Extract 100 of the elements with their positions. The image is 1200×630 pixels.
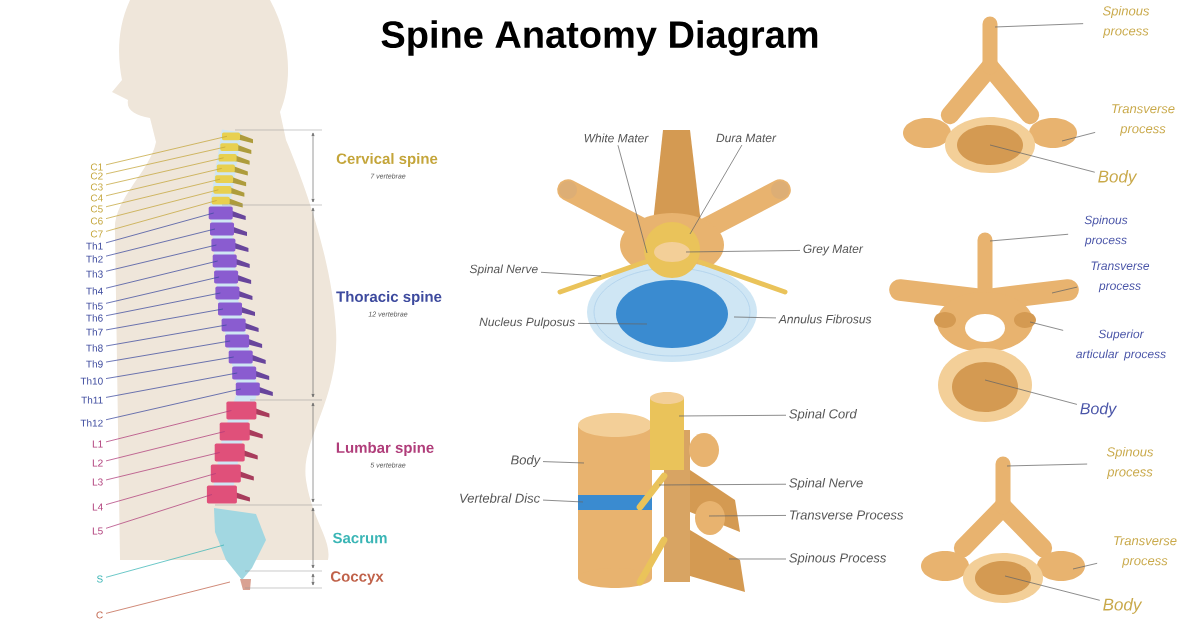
vertebra-label: L4 — [92, 503, 103, 511]
region-label: Cervical spine — [336, 153, 438, 167]
leader-line — [105, 292, 221, 317]
vertebra-label: L5 — [92, 527, 103, 535]
leader-line — [689, 144, 743, 235]
vertebra-label: C — [96, 611, 103, 619]
vertebra-label: Th11 — [81, 396, 103, 404]
part-label: Dura Mater — [716, 133, 777, 143]
part-label: Nucleus Pulposus — [479, 317, 575, 329]
vertebra-label: Th1 — [86, 242, 103, 250]
title: Spine Anatomy Diagram — [381, 20, 818, 56]
leader-line — [1072, 562, 1098, 570]
part-label: Body — [510, 454, 541, 468]
leader-line — [105, 244, 217, 272]
part-label: Annulus Fibrosus — [778, 314, 872, 324]
part-label: Spinal Nerve — [789, 477, 863, 491]
vertebra-label: C7 — [90, 230, 103, 238]
vertebra-label: C6 — [90, 217, 103, 225]
leader-line — [728, 558, 787, 560]
part-label: Transverse process — [1112, 104, 1175, 136]
vertebra-label: C4 — [90, 194, 103, 202]
part-label: Spinal Cord — [789, 408, 858, 422]
vertebra-label: C1 — [90, 163, 103, 171]
vertebra-label: Th2 — [86, 255, 103, 263]
vertebra-label: Th3 — [86, 270, 103, 278]
leader-line — [105, 473, 217, 505]
leader-line — [540, 271, 602, 277]
leader-line — [617, 144, 648, 254]
vertebra-label: Th5 — [86, 302, 103, 310]
part-label: Transverse Process — [790, 510, 904, 520]
leader-line — [105, 146, 226, 175]
leader-line — [105, 431, 226, 462]
leader-line — [105, 410, 232, 443]
leader-line — [1051, 286, 1078, 294]
part-label: Vertebral Disc — [460, 493, 540, 503]
part-label: Spinal Nerve — [469, 264, 538, 276]
part-label: Spinous process — [1102, 5, 1150, 39]
leader-line — [685, 250, 801, 253]
leader-line — [105, 189, 219, 219]
leader-line — [708, 515, 787, 517]
leader-line — [105, 494, 213, 529]
part-label: Transverse process — [1091, 261, 1150, 293]
region-label: Sacrum — [332, 532, 387, 544]
leader-line — [105, 260, 219, 289]
leader-line — [984, 379, 1078, 405]
leader-line — [989, 144, 1096, 173]
leader-line — [542, 461, 585, 464]
leader-line — [105, 544, 225, 578]
leader-line — [1006, 463, 1088, 467]
leader-line — [105, 276, 220, 304]
part-label: Spinous process — [1084, 215, 1128, 247]
leader-line — [989, 233, 1069, 242]
leader-line — [105, 178, 221, 208]
leader-line — [105, 356, 235, 379]
leader-line — [658, 483, 787, 486]
leader-line — [678, 414, 787, 417]
part-label: Transverse process — [1114, 536, 1177, 568]
leader-line — [1029, 321, 1064, 331]
vertebra-label: Th8 — [86, 344, 103, 352]
part-label: Superior articular process — [1076, 329, 1166, 361]
part-label: White Mater — [584, 133, 649, 143]
part-label: Grey Mater — [803, 244, 864, 256]
leader-line — [105, 135, 228, 166]
leader-line — [1061, 132, 1096, 142]
leader-line — [105, 228, 216, 257]
leader-line — [542, 499, 584, 503]
vertebra-label: Th6 — [86, 314, 103, 322]
leader-line — [105, 324, 227, 347]
vertebra-label: S — [96, 575, 103, 583]
vertebra-label: Th4 — [86, 287, 103, 295]
vertebra-label: L2 — [92, 459, 103, 467]
vertebra-label: C5 — [90, 205, 103, 213]
leader-line — [105, 168, 223, 197]
leader-line — [105, 200, 218, 232]
leader-line — [1004, 575, 1101, 601]
leader-line — [105, 212, 215, 244]
leader-line — [105, 340, 231, 363]
part-label: Body — [1080, 402, 1118, 418]
region-label: Thoracic spine — [336, 291, 442, 305]
part-label: Spinous Process — [789, 552, 887, 566]
vertebra-label: Th7 — [86, 328, 103, 336]
vertebra-label: C2 — [90, 172, 103, 180]
leader-line — [105, 372, 238, 398]
vertebra-label: Th10 — [80, 377, 103, 385]
part-label: Body — [1098, 170, 1138, 186]
vertebra-label: Th9 — [86, 360, 103, 368]
region-label: Lumbar spine — [336, 442, 434, 456]
leader-line — [105, 452, 221, 481]
region-label: Coccyx — [330, 571, 384, 585]
leader-line — [105, 581, 231, 614]
leader-line — [994, 23, 1084, 28]
part-label: Spinous process — [1106, 446, 1154, 480]
leader-line — [105, 388, 242, 421]
part-label: Body — [1103, 598, 1143, 614]
leader-line — [105, 157, 224, 186]
vertebra-label: C3 — [90, 183, 103, 191]
leader-line — [577, 323, 648, 325]
leader-line — [105, 308, 224, 331]
vertebra-label: L3 — [92, 478, 103, 486]
vertebra-label: L1 — [92, 440, 103, 448]
